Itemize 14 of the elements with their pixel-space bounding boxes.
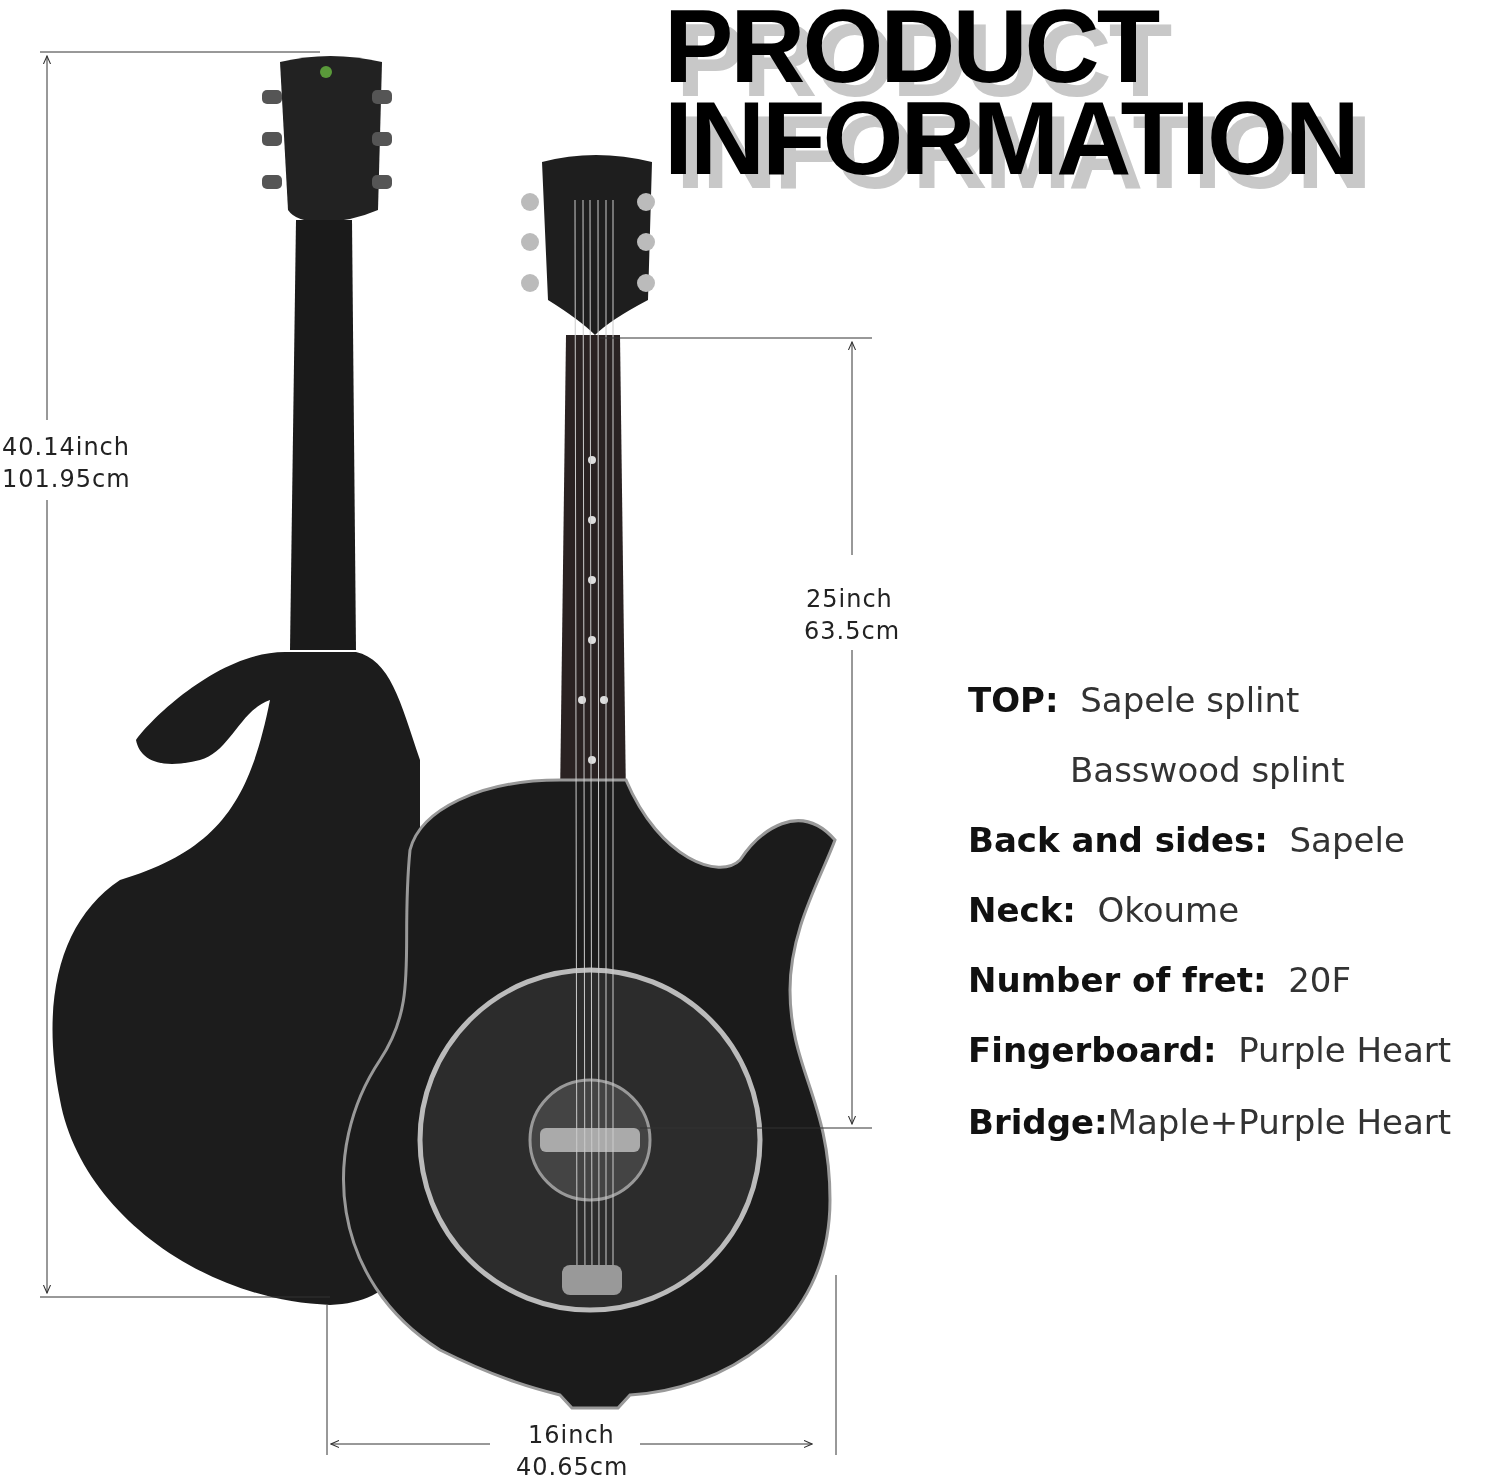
dimension-label: 25inch bbox=[806, 584, 893, 614]
spec-line: TOP: Sapele splint bbox=[968, 680, 1300, 720]
dimension-label: 63.5cm bbox=[804, 616, 900, 646]
dimension-label: 40.14inch bbox=[2, 432, 130, 462]
spec-line: Number of fret: 20F bbox=[968, 960, 1351, 1000]
dimension-label: 16inch bbox=[528, 1420, 615, 1450]
title: PRODUCT INFORMATION bbox=[664, 0, 1358, 184]
spec-line: Fingerboard: Purple Heart bbox=[968, 1030, 1452, 1070]
spec-line: Bridge:Maple+Purple Heart bbox=[968, 1102, 1452, 1142]
dimension-label: 40.65cm bbox=[516, 1452, 629, 1479]
spec-line: Basswood splint bbox=[1070, 750, 1345, 790]
spec-line: Back and sides: Sapele bbox=[968, 820, 1405, 860]
dimension-label: 101.95cm bbox=[2, 464, 131, 494]
spec-line: Neck: Okoume bbox=[968, 890, 1240, 930]
